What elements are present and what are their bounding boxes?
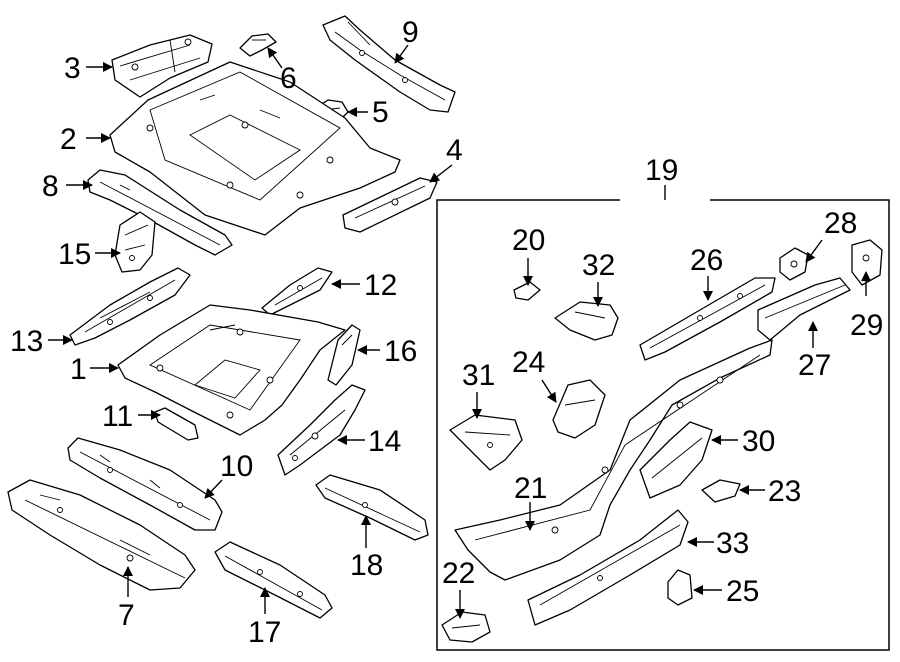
- part-32-shape: [554, 301, 619, 341]
- leader-6: [267, 47, 283, 69]
- callout-12: 12: [364, 269, 397, 302]
- part-24-shape: [552, 379, 606, 439]
- callout-22: 22: [442, 557, 475, 590]
- part-9-shape: [322, 15, 456, 113]
- leader-lines: [48, 44, 871, 619]
- callout-20: 20: [512, 224, 545, 257]
- part-20-shape: [513, 281, 541, 301]
- part-28-shape: [779, 247, 809, 281]
- leader-9: [394, 44, 409, 64]
- callout-17: 17: [248, 616, 281, 649]
- part-13-shape: [69, 267, 191, 346]
- part-4-shape: [342, 177, 438, 233]
- part-10-shape: [67, 437, 223, 531]
- callout-4: 4: [446, 134, 463, 167]
- callout-3: 3: [64, 52, 81, 85]
- callout-24: 24: [512, 346, 545, 379]
- leader-28: [805, 239, 823, 263]
- part-25-shape: [667, 569, 693, 606]
- callout-26: 26: [690, 244, 723, 277]
- callout-28: 28: [824, 207, 857, 240]
- callout-10: 10: [220, 450, 253, 483]
- part-8-shape: [87, 169, 233, 256]
- callout-33: 33: [716, 527, 749, 560]
- callout-23: 23: [768, 475, 801, 508]
- callout-29: 29: [850, 309, 883, 342]
- callout-11: 11: [102, 400, 133, 433]
- callout-31: 31: [462, 359, 495, 392]
- callout-25: 25: [726, 575, 759, 608]
- part-18-shape: [315, 474, 429, 541]
- part-14-shape: [277, 384, 366, 476]
- part-12-shape: [261, 267, 333, 316]
- callout-15: 15: [58, 238, 91, 271]
- callout-27: 27: [798, 349, 831, 382]
- leader-10: [204, 479, 223, 499]
- part-17-shape: [214, 541, 333, 619]
- part-11-shape: [154, 407, 199, 441]
- callout-1: 1: [70, 353, 87, 386]
- assembly-19-frame: [436, 185, 890, 651]
- part-23-shape: [701, 479, 741, 503]
- part-1-shape: [117, 304, 346, 436]
- callout-32: 32: [582, 249, 615, 282]
- leader-24: [541, 379, 557, 403]
- part-15-shape: [114, 211, 156, 273]
- part-3-shape: [111, 34, 213, 98]
- callout-13: 13: [10, 325, 43, 358]
- callout-8: 8: [42, 170, 59, 203]
- part-27-shape: [757, 277, 851, 341]
- part-7-shape: [7, 479, 196, 591]
- callout-19: 19: [645, 154, 678, 187]
- callout-5: 5: [372, 96, 389, 129]
- callout-9: 9: [402, 16, 419, 49]
- callout-6: 6: [280, 62, 297, 95]
- part-33-shape: [527, 509, 689, 626]
- part-6-shape: [239, 33, 277, 57]
- callout-labels: 3 6 9 5 2 4 8 15 12 13 1 16 11 14 10 7 1…: [10, 16, 883, 649]
- callout-18: 18: [350, 549, 383, 582]
- part-26-shape: [639, 277, 776, 361]
- callout-21: 21: [514, 472, 547, 505]
- part-22-shape: [441, 611, 491, 643]
- leader-4: [429, 164, 453, 183]
- callout-14: 14: [368, 425, 401, 458]
- callout-2: 2: [60, 123, 77, 156]
- part-2-shape: [109, 61, 401, 236]
- part-29-shape: [851, 239, 883, 286]
- callout-16: 16: [384, 335, 417, 368]
- part-31-shape: [449, 414, 523, 471]
- part-30-shape: [639, 421, 713, 499]
- part-16-shape: [327, 324, 361, 386]
- callout-7: 7: [118, 599, 135, 632]
- callout-30: 30: [742, 425, 775, 458]
